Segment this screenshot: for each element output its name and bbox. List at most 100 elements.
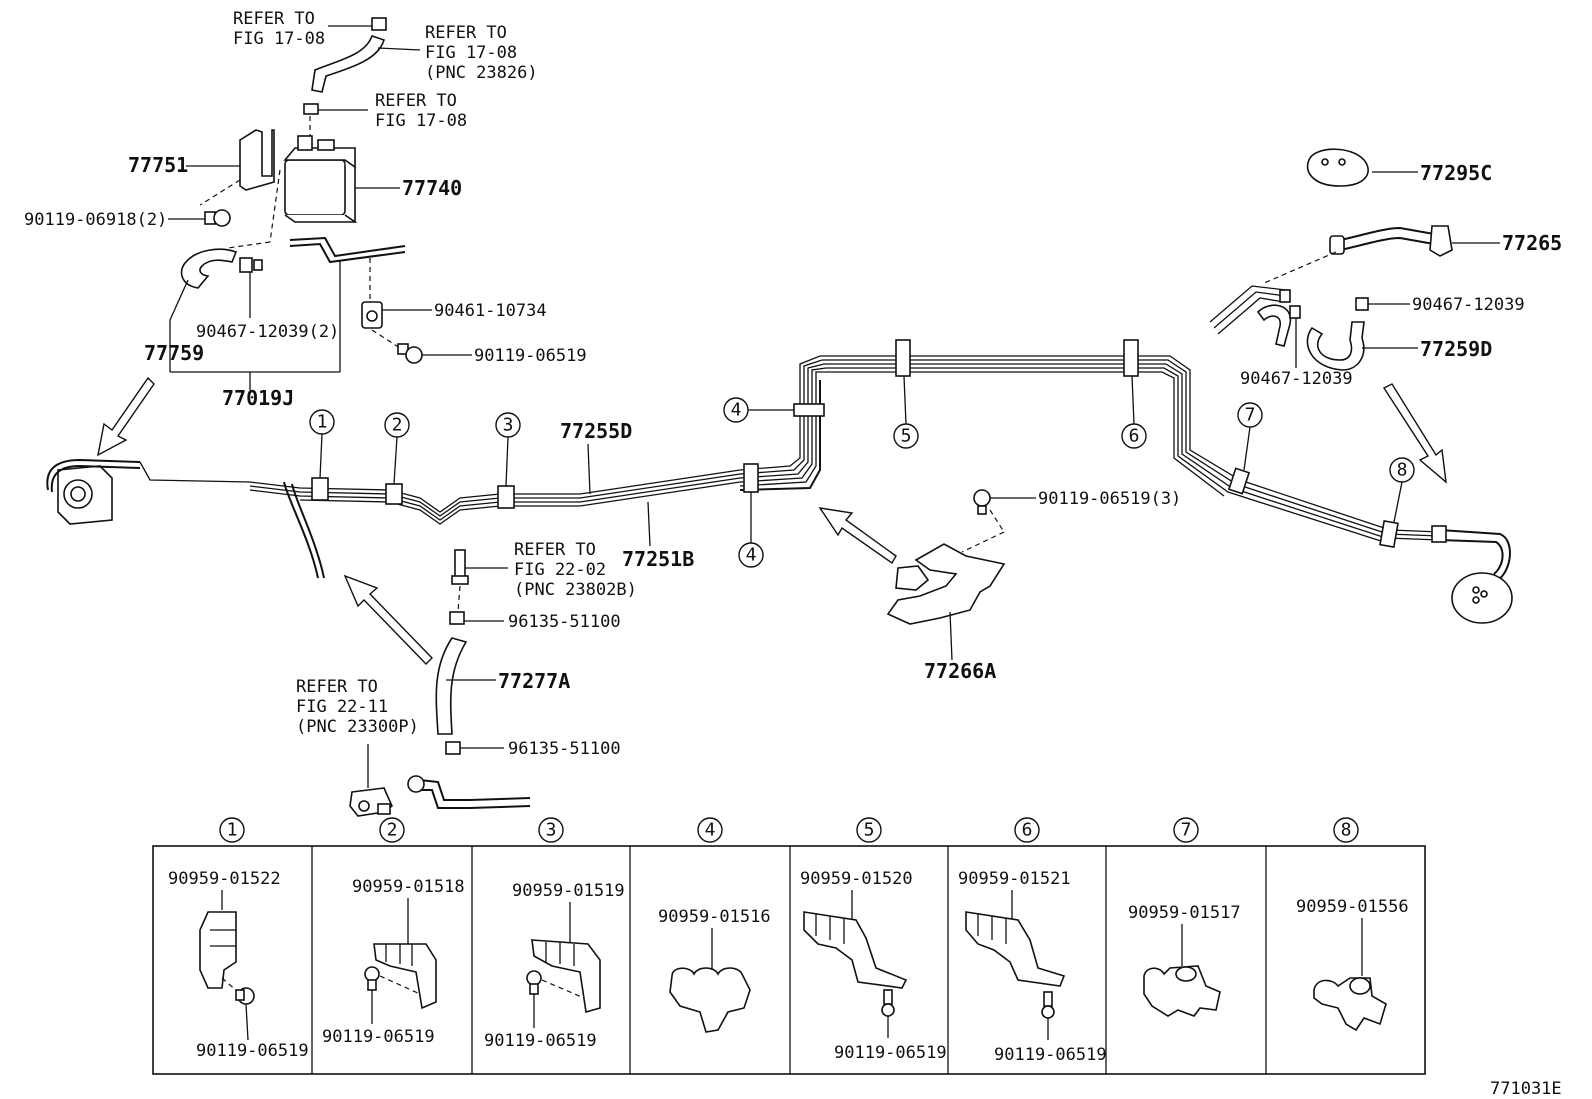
svg-text:1: 1 — [227, 820, 238, 841]
svg-text:8: 8 — [1397, 460, 1408, 481]
clip-96135-51100-bottom — [445, 741, 461, 755]
bolt-90119-06519-3 — [973, 489, 991, 515]
bracket-77751 — [239, 129, 275, 191]
svg-text:2: 2 — [387, 820, 398, 841]
cell4-clamp-label: 90959-01516 — [658, 907, 771, 927]
table-header-6: 6 — [1014, 817, 1040, 843]
svg-text:2: 2 — [392, 415, 403, 436]
label-77295C: 77295C — [1420, 161, 1492, 185]
svg-text:REFER TO: REFER TO — [375, 91, 457, 111]
callout-6: 6 — [1121, 375, 1147, 449]
svg-text:8: 8 — [1341, 820, 1352, 841]
hose-clamp-90467 — [239, 257, 263, 273]
cell5-bolt — [881, 989, 895, 1017]
label-77251B: 77251B — [622, 547, 694, 571]
callout-7: 7 — [1237, 402, 1263, 471]
cell3-bolt — [526, 970, 542, 995]
arrow-to-branch — [343, 574, 433, 665]
fuel-pump-connector — [349, 787, 393, 817]
table-header-1: 1 — [219, 817, 245, 843]
cell7-clamp — [1143, 965, 1221, 1017]
svg-text:REFER TO: REFER TO — [233, 9, 315, 29]
callout-8: 8 — [1389, 457, 1415, 523]
svg-text:4: 4 — [705, 820, 716, 841]
cell6-clamp — [965, 911, 1066, 987]
cell5-clamp-label: 90959-01520 — [800, 869, 913, 889]
table-header-8: 8 — [1333, 817, 1359, 843]
svg-text:7: 7 — [1181, 820, 1192, 841]
label-90467-12039-right: 90467-12039 — [1412, 295, 1525, 315]
label-96135-51100-bottom: 96135-51100 — [508, 739, 621, 759]
hose-77759 — [180, 248, 238, 289]
hose-77259D — [1306, 321, 1365, 371]
clamp-4-upper — [793, 403, 825, 417]
table-header-3: 3 — [538, 817, 564, 843]
cell1-bolt-label: 90119-06519 — [196, 1041, 309, 1061]
pipe-nut — [407, 775, 425, 793]
vent-hose — [311, 34, 385, 93]
cell1-bolt — [235, 987, 255, 1005]
label-77759: 77759 — [144, 341, 204, 365]
cell3-clamp-label: 90959-01519 — [512, 881, 625, 901]
clip-top — [303, 103, 319, 115]
table-header-5: 5 — [856, 817, 882, 843]
tank-connector-left — [46, 458, 141, 525]
callout-4-lower: 4 — [738, 492, 764, 568]
cell1-clamp-label: 90959-01522 — [168, 869, 281, 889]
svg-text:(PNC 23826): (PNC 23826) — [425, 63, 538, 83]
callout-2: 2 — [384, 412, 410, 485]
clamp-8 — [1379, 520, 1399, 548]
cell6-bolt — [1041, 991, 1055, 1019]
svg-text:7: 7 — [1245, 405, 1256, 426]
cell4-clamp — [669, 967, 751, 1033]
cell2-bolt — [364, 966, 380, 991]
label-96135-51100-top: 96135-51100 — [508, 612, 621, 632]
cell2-bolt-label: 90119-06519 — [322, 1027, 435, 1047]
label-90461-10734: 90461-10734 — [434, 301, 547, 321]
label-77019J: 77019J — [222, 386, 294, 410]
figure-id: 771031E — [1490, 1079, 1562, 1099]
refer-fig-17-08-pnc-23826: REFER TO FIG 17-08 (PNC 23826) — [425, 23, 538, 83]
table-header-2: 2 — [379, 817, 405, 843]
callout-1: 1 — [309, 409, 335, 479]
svg-text:3: 3 — [546, 820, 557, 841]
bracket-77266A — [886, 543, 1006, 625]
cell3-clamp — [531, 939, 601, 1014]
bolt-90119-06519 — [397, 343, 423, 364]
svg-text:3: 3 — [503, 415, 514, 436]
arrow-to-bracket — [818, 507, 897, 565]
clamp-4-lower — [743, 463, 759, 493]
arrow-to-tank-right — [1382, 383, 1447, 484]
clamp-2 — [385, 483, 403, 505]
charcoal-canister-77740 — [283, 135, 358, 223]
clamp-7 — [1227, 467, 1251, 495]
svg-text:1: 1 — [317, 412, 328, 433]
svg-text:FIG 17-08: FIG 17-08 — [233, 29, 325, 49]
clamp-90467-12039-right — [1355, 297, 1369, 311]
svg-text:(PNC 23300P): (PNC 23300P) — [296, 717, 419, 737]
label-90119-06519: 90119-06519 — [474, 346, 587, 366]
svg-text:4: 4 — [731, 400, 742, 421]
label-90467-12039-2: 90467-12039(2) — [196, 322, 339, 342]
bolt-90119-06918 — [204, 209, 231, 227]
grommet-77295C — [1306, 148, 1369, 187]
fuel-line-right-ends — [1209, 285, 1292, 347]
tank-connector-right — [1431, 525, 1513, 624]
clip-90461-10734 — [361, 301, 383, 329]
cell5-bolt-label: 90119-06519 — [834, 1043, 947, 1063]
svg-text:6: 6 — [1129, 426, 1140, 447]
refer-fig-22-11: REFER TO FIG 22-11 (PNC 23300P) — [296, 677, 419, 737]
refer-fig-17-08-mid: REFER TO FIG 17-08 — [375, 91, 467, 131]
callout-5: 5 — [893, 375, 919, 449]
svg-text:6: 6 — [1022, 820, 1033, 841]
cell1-clamp — [199, 911, 237, 989]
callout-3: 3 — [495, 412, 521, 487]
label-77266A: 77266A — [924, 659, 996, 683]
table-header-4: 4 — [697, 817, 723, 843]
hose-77277A — [435, 637, 468, 735]
arrow-to-tank-left — [97, 376, 155, 457]
svg-text:5: 5 — [864, 820, 875, 841]
svg-text:FIG 22-11: FIG 22-11 — [296, 697, 388, 717]
clamp-table — [152, 845, 1426, 1075]
table-header-7: 7 — [1173, 817, 1199, 843]
